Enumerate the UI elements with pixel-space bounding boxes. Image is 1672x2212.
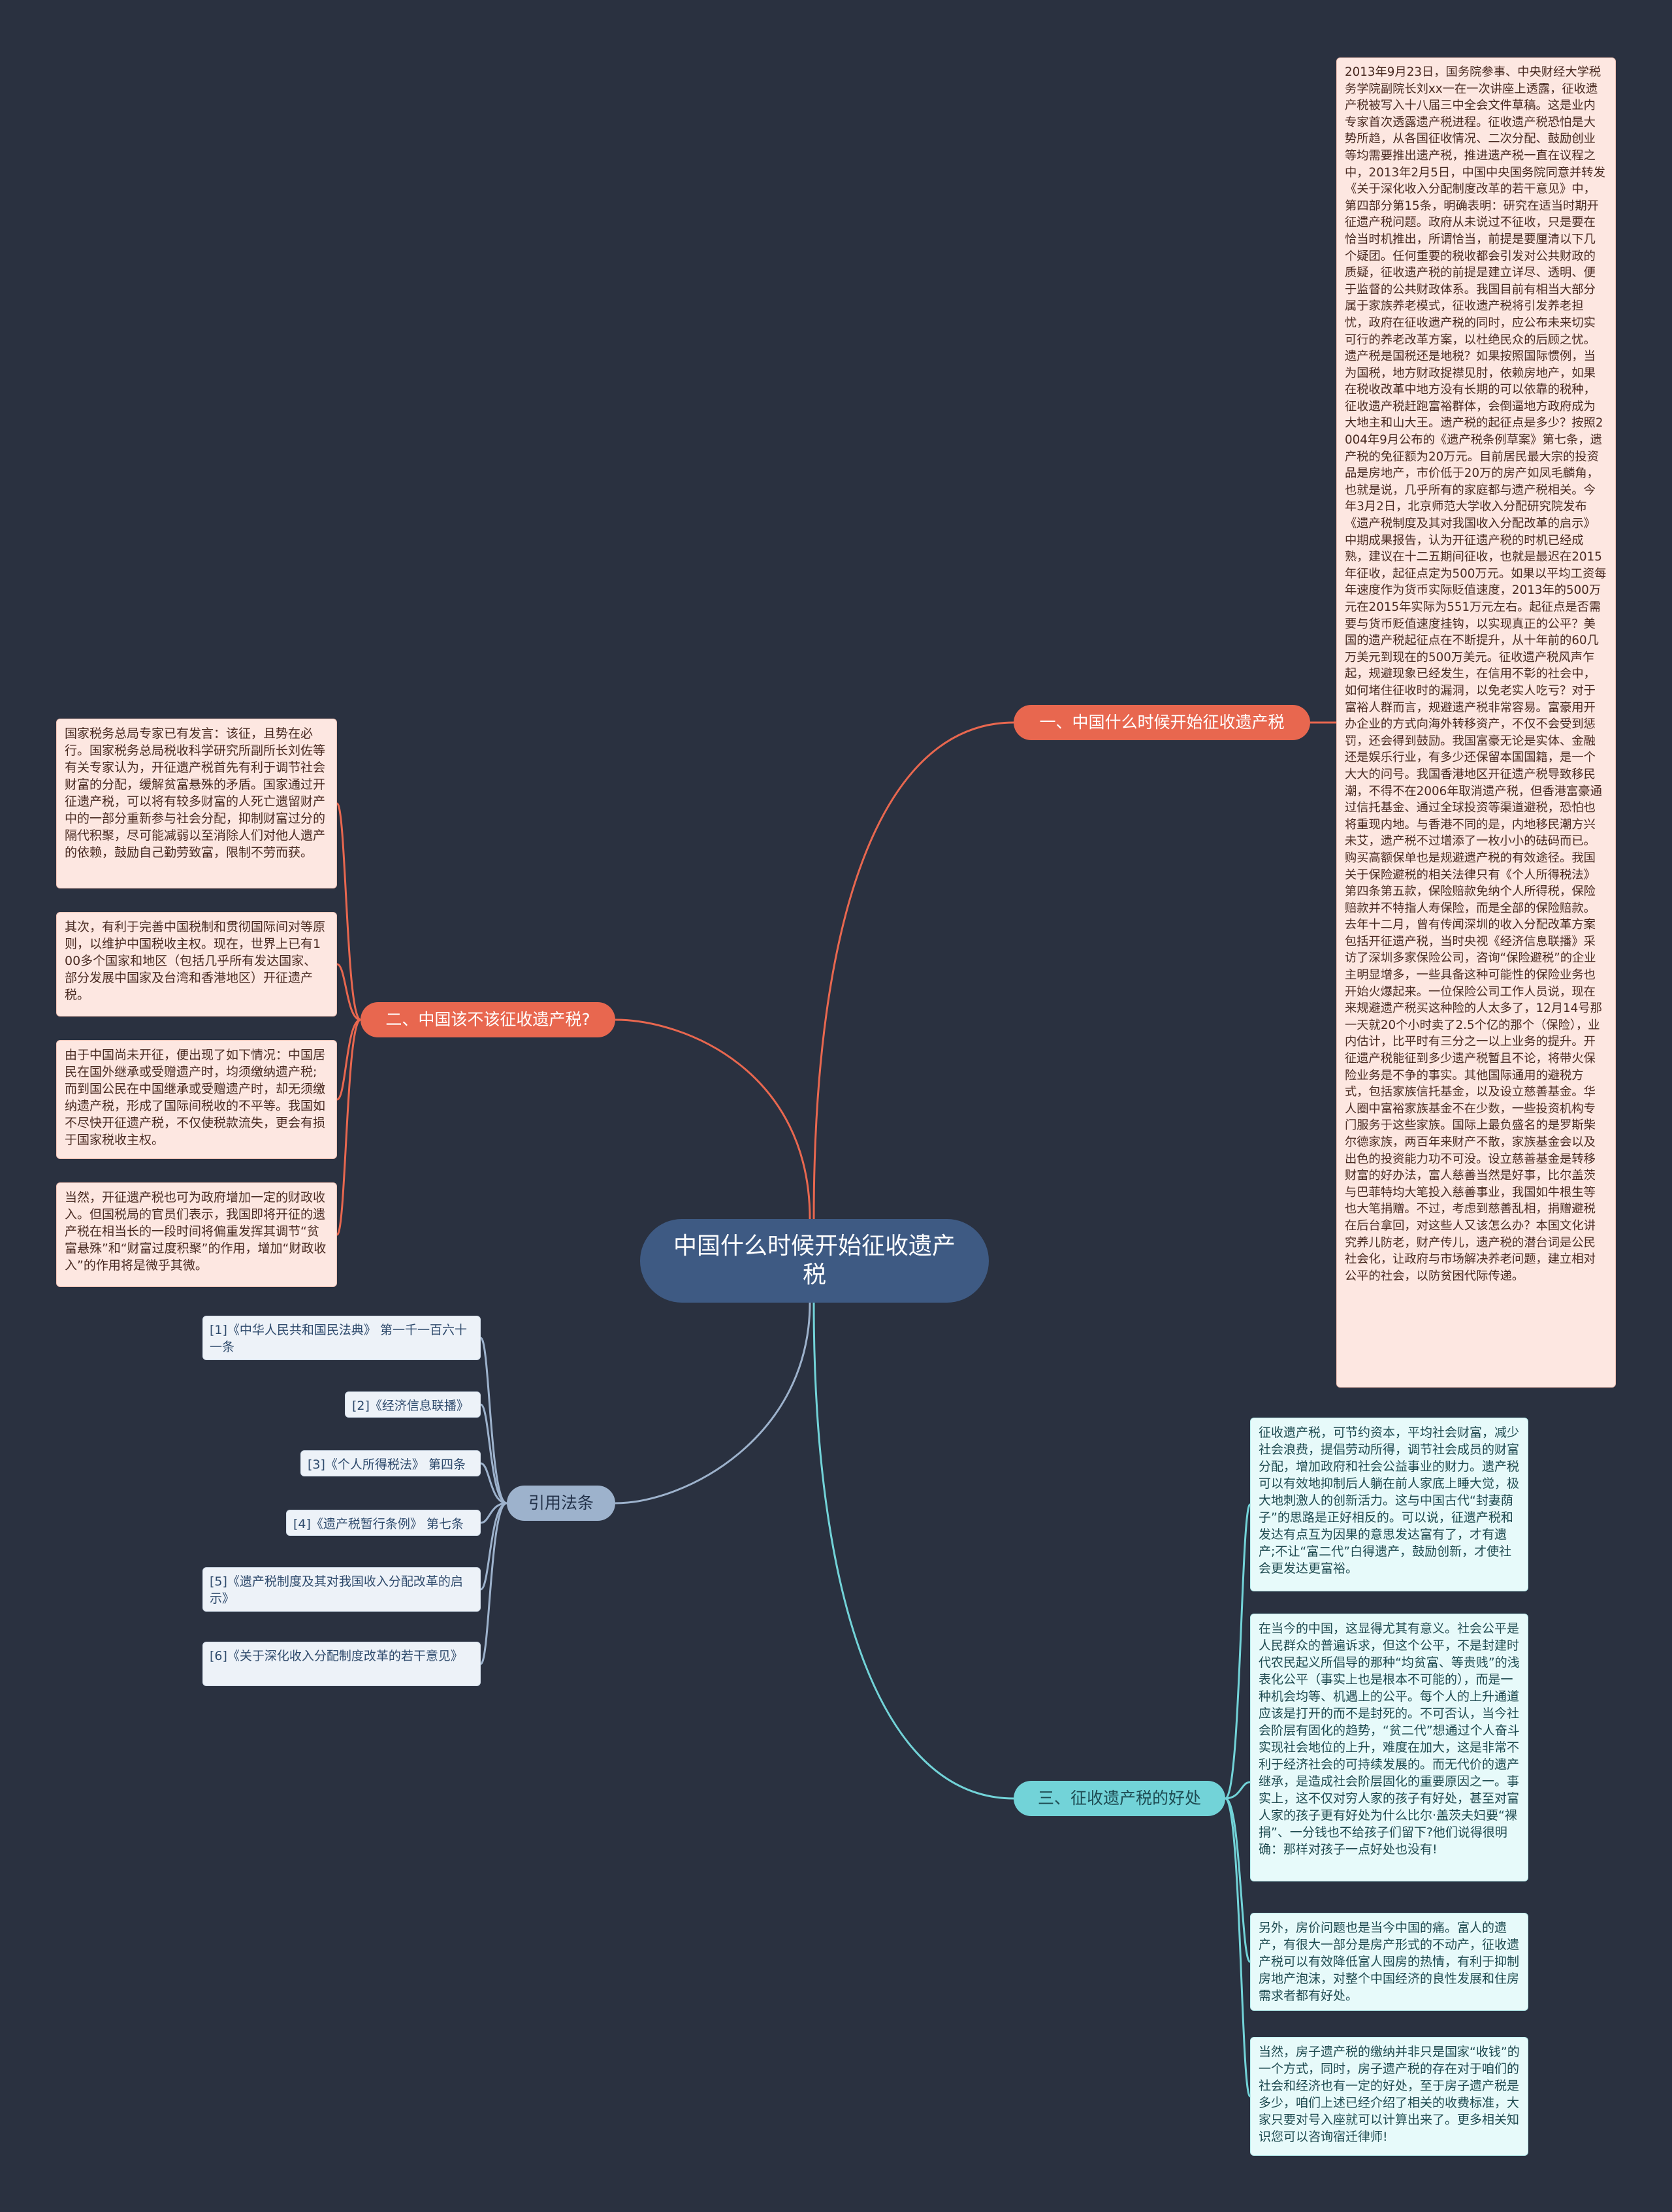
link-b3-card3 [1225,1797,1251,1963]
citation-card[interactable]: [2]《经济信息联播》 [345,1391,481,1418]
note-card: 2013年9月23日，国务院参事、中央财经大学税务学院副院长刘xx一在一次讲座上… [1336,57,1616,1388]
link-root-b2 [615,1018,811,1220]
link-root-b3 [812,1302,1014,1800]
link-b3-card2 [1225,1781,1251,1800]
link-b2-card4 [336,1018,362,1236]
note-card: 由于中国尚未开征，便出现了如下情况：中国居民在国外继承或受赠遗产时，均须缴纳遗产… [56,1040,337,1159]
branch-label: 三、征收遗产税的好处 [1037,1789,1201,1808]
link-b4-card1 [479,1337,507,1504]
citation-card[interactable]: [4]《遗产税暂行条例》 第七条 [286,1510,481,1536]
note-card: 在当今的中国，这显得尤其有意义。社会公平是人民群众的普遍诉求，但这个公平，不是封… [1250,1614,1528,1881]
note-card: 当然，开征遗产税也可为政府增加一定的财政收入。但国税局的官员们表示，我国即将开征… [56,1182,337,1287]
note-card: 征收遗产税，可节约资本，平均社会财富，减少社会浪费，提倡劳动所得，调节社会成员的… [1250,1418,1528,1591]
link-b4-card5 [480,1502,507,1591]
citation-card[interactable]: [3]《个人所得税法》 第四条 [300,1450,481,1476]
link-b4-card6 [479,1502,507,1665]
link-b2-card3 [336,1018,361,1101]
citation-card[interactable]: [6]《关于深化收入分配制度改革的若干意见》 [202,1642,481,1686]
link-b4-card3 [480,1462,507,1504]
note-card: 当然，房子遗产税的缴纳并非只是国家“收钱”的一个方式，同时，房子遗产税的存在对于… [1250,2037,1528,2156]
citation-card[interactable]: [5]《遗产税制度及其对我国收入分配改革的启示》 [202,1567,481,1612]
link-b4-card2 [479,1403,507,1504]
branch-label: 二、中国该不该征收遗产税? [385,1010,590,1029]
link-b2-card1 [336,802,362,1021]
root-topic-label: 中国什么时候开始征收遗产税 [673,1233,956,1288]
link-b3-card1 [1224,1503,1251,1800]
root-topic[interactable]: 中国什么时候开始征收遗产税 [640,1219,989,1303]
link-b4-card4 [480,1502,507,1524]
branch-benefits[interactable]: 三、征收遗产税的好处 [1014,1781,1225,1816]
note-card: 另外，房价问题也是当今中国的痛。富人的遗产，有很大一部分是房产形式的不动产，征收… [1250,1913,1528,2011]
branch-cited-laws[interactable]: 引用法条 [507,1486,615,1521]
link-b2-card2 [336,963,361,1021]
branch-when-to-levy[interactable]: 一、中国什么时候开始征收遗产税 [1014,705,1310,740]
link-root-b4 [615,1302,811,1504]
branch-label: 引用法条 [528,1493,594,1512]
link-b3-card4 [1224,1797,1251,2098]
note-card: 其次，有利于完善中国税制和贯彻国际间对等原则，以维护中国税收主权。现在，世界上已… [56,912,337,1017]
branch-should-levy[interactable]: 二、中国该不该征收遗产税? [361,1002,615,1037]
branch-label: 一、中国什么时候开始征收遗产税 [1039,713,1285,732]
note-card: 国家税务总局专家已有发言：该征，且势在必行。国家税务总局税收科学研究所副所长刘佐… [56,719,337,888]
citation-card[interactable]: [1]《中华人民共和国民法典》 第一千一百六十一条 [202,1316,481,1360]
link-root-b1 [812,721,1014,1220]
